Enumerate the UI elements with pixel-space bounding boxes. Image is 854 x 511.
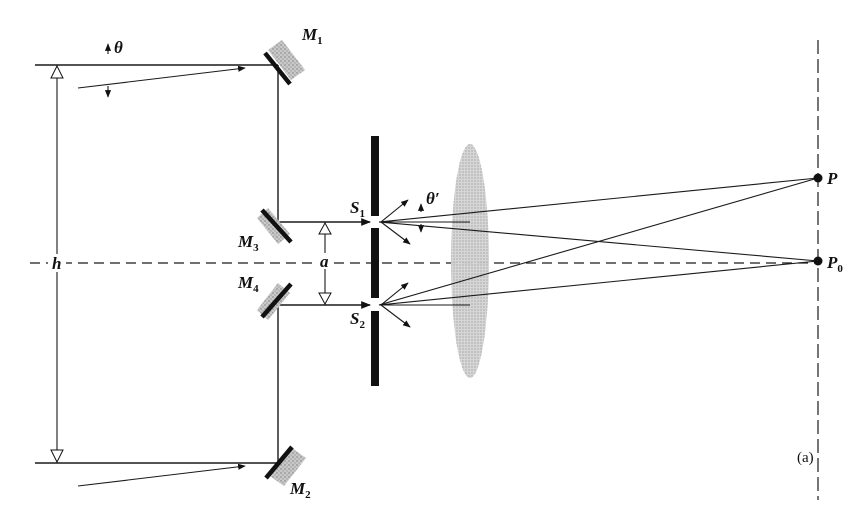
- a-label-bg: [318, 253, 332, 269]
- p-label: P: [826, 169, 838, 188]
- m3-label: M3: [237, 232, 259, 254]
- slit-screen-bottom: [371, 311, 379, 386]
- m1-label: M1: [301, 25, 323, 47]
- m2-label: M2: [289, 479, 311, 501]
- a-label: a: [320, 252, 329, 271]
- top-tilted-ray: [77, 65, 246, 89]
- h-label: h: [52, 254, 61, 273]
- s2-label: S2: [350, 309, 365, 331]
- lens: [451, 144, 489, 378]
- s1-diffraction-down: [380, 221, 411, 245]
- mirror-m3: [257, 208, 293, 244]
- slit-screen-middle: [371, 228, 379, 298]
- theta-label: θ: [114, 38, 123, 57]
- h-label-bg: [48, 254, 66, 272]
- s1-label: S1: [350, 198, 365, 220]
- a-arrow-top: [318, 221, 332, 235]
- point-p0: [813, 256, 823, 266]
- theta-prime-label: θ′: [426, 189, 440, 208]
- ray-s2-p: [378, 177, 819, 306]
- ray-s1-p: [378, 177, 819, 223]
- s1-diffraction-up: [380, 199, 409, 223]
- mirror-m1: [263, 40, 305, 86]
- a-arrow-bottom: [318, 292, 332, 306]
- bottom-tilted-ray: [77, 463, 246, 487]
- slit-screen-top: [371, 136, 379, 216]
- s2-diffraction-up: [380, 282, 409, 306]
- h-arrow-top: [50, 64, 64, 79]
- point-p: [813, 173, 823, 183]
- ray-s2-p0: [378, 260, 819, 306]
- h-arrow-bottom: [50, 449, 64, 464]
- s2-diffraction-down: [380, 304, 411, 328]
- mirror-m4: [257, 282, 293, 320]
- panel-label: (a): [797, 450, 814, 466]
- m4-label: M4: [237, 273, 259, 295]
- p0-label: P0: [826, 253, 843, 275]
- mirror-m2: [264, 445, 306, 486]
